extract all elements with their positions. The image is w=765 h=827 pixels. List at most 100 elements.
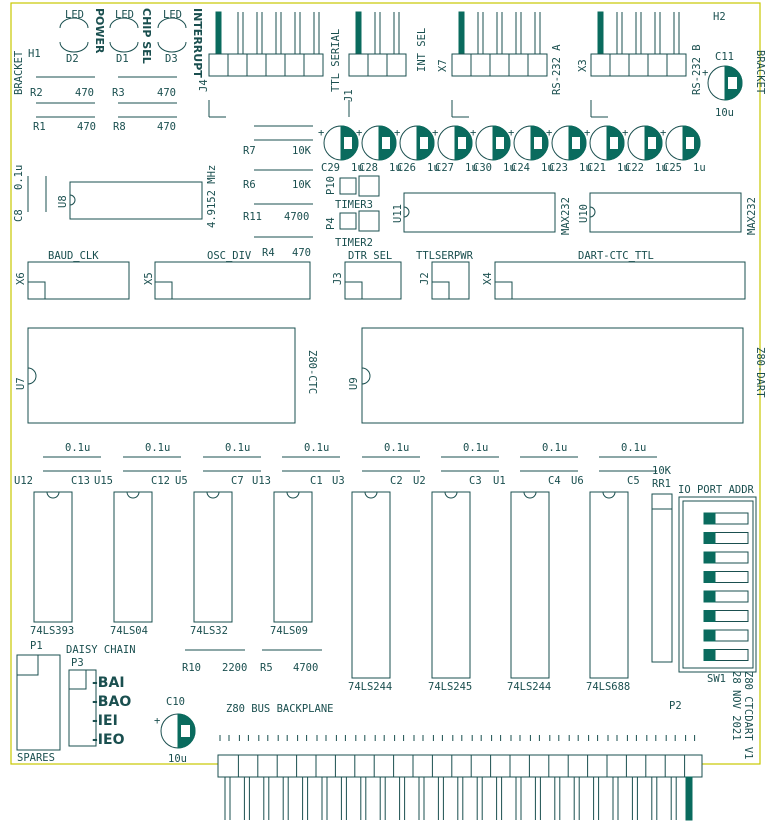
svg-text:470: 470 [292,247,311,259]
svg-text:BAUD_CLK: BAUD_CLK [48,250,99,262]
svg-text:+: + [702,67,708,79]
svg-text:R6: R6 [243,179,256,191]
signal-iei: -IEI [92,713,118,729]
svg-text:C25: C25 [663,162,682,174]
svg-text:C27: C27 [435,162,454,174]
svg-text:U1: U1 [493,475,506,487]
svg-text:C3: C3 [469,475,482,487]
svg-text:4700: 4700 [284,211,309,223]
svg-text:D2: D2 [66,53,79,65]
svg-text:C21: C21 [587,162,606,174]
svg-text:TIMER3: TIMER3 [335,199,373,211]
svg-text:U7: U7 [15,377,27,390]
svg-text:74LS244: 74LS244 [507,681,551,693]
c8-ref: C8 [13,209,25,222]
p1-ref: P1 [30,640,43,652]
bracket-right-label: BRACKET [754,50,765,95]
p3-ref: P3 [71,657,84,669]
svg-text:RS-232 B: RS-232 B [691,44,703,95]
svg-text:1u: 1u [655,162,668,174]
svg-text:+: + [432,127,438,139]
svg-text:U5: U5 [175,475,188,487]
svg-text:U2: U2 [413,475,426,487]
svg-text:470: 470 [77,121,96,133]
svg-text:C4: C4 [548,475,561,487]
conn-x5: OSC_DIV X5 [143,250,311,300]
rr1: 10K RR1 [651,465,673,663]
svg-text:R3: R3 [112,87,125,99]
svg-text:C13: C13 [71,475,90,487]
svg-text:470: 470 [157,121,176,133]
power-label: POWER [93,8,106,54]
svg-text:C7: C7 [231,475,244,487]
svg-text:U12: U12 [14,475,33,487]
header-x7: X7 RS-232 A [437,11,563,118]
svg-text:R11: R11 [243,211,262,223]
svg-text:4700: 4700 [293,662,318,674]
svg-text:Z80-CTC: Z80-CTC [306,350,318,394]
svg-text:+: + [622,127,628,139]
timer-p4: P4 TIMER2 [325,210,380,249]
svg-text:U15: U15 [94,475,113,487]
c8-value: 0.1u [13,165,25,190]
interrupt-label: INTERRUPT [191,8,204,78]
svg-text:MAX232: MAX232 [560,197,572,235]
ics-bottom: U1274LS393U1574LS04U574LS32U1374LS09U374… [14,475,630,693]
board-date: 28 NOV 2021 [730,671,742,741]
board-name: Z80 CTCDART V1 [742,671,754,760]
svg-text:0.1u: 0.1u [225,442,250,454]
svg-text:J4: J4 [198,79,210,92]
svg-text:+: + [660,127,666,139]
c11-value: 10u [715,107,734,119]
svg-text:R4: R4 [262,247,275,259]
conn-x6: BAUD_CLK X6 [15,250,130,300]
svg-text:D1: D1 [116,53,129,65]
svg-text:C12: C12 [151,475,170,487]
svg-text:U6: U6 [571,475,584,487]
spares-label: SPARES [17,752,55,764]
svg-text:+: + [318,127,324,139]
svg-text:0.1u: 0.1u [304,442,329,454]
svg-text:74LS245: 74LS245 [428,681,472,693]
svg-text:74LS393: 74LS393 [30,625,74,637]
chip-u8: U8 [57,181,203,220]
conn-j3: DTR SEL J3 [332,250,402,300]
chip-u2: U2 74LS245 [413,475,472,693]
h2-label: H2 [713,11,726,23]
svg-text:10K: 10K [652,465,672,477]
svg-text:1u: 1u [693,162,706,174]
sw1-ref: SW1 [707,673,726,685]
svg-text:X3: X3 [577,59,589,72]
svg-text:P10: P10 [325,176,337,195]
p3-header [68,669,97,747]
svg-text:R7: R7 [243,145,256,157]
svg-text:74LS688: 74LS688 [586,681,630,693]
svg-text:MAX232: MAX232 [746,197,758,235]
chip-u6: U6 74LS688 [571,475,630,693]
svg-text:P4: P4 [325,217,337,230]
chip-u11: U11 MAX232 [392,192,572,235]
svg-text:0.1u: 0.1u [463,442,488,454]
c10-ref: C10 [166,696,185,708]
svg-text:INT SEL: INT SEL [416,28,428,72]
cap-c25: + C25 1u [660,125,706,174]
svg-text:U8: U8 [57,195,69,208]
svg-text:TTLSERPWR: TTLSERPWR [416,250,474,262]
svg-text:U11: U11 [392,204,404,223]
c10-value: 10u [168,753,187,765]
header-x3: X3 RS-232 B [577,11,703,118]
svg-text:1u: 1u [465,162,478,174]
svg-text:1u: 1u [617,162,630,174]
svg-text:1u: 1u [389,162,402,174]
